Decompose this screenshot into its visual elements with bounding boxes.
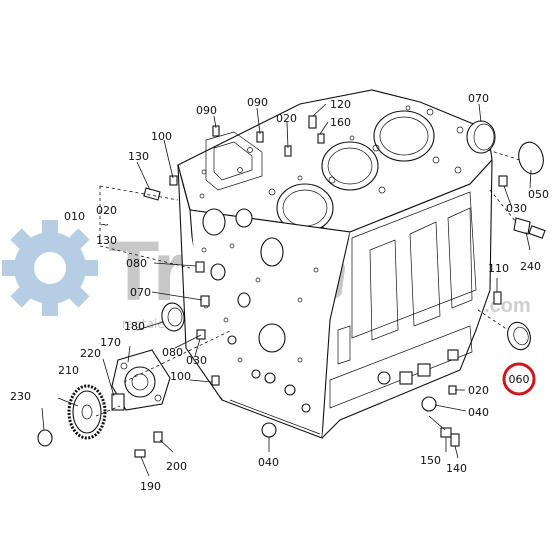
label-060: 060 — [509, 373, 530, 386]
engine-block — [177, 89, 493, 439]
label-030b: 030 — [186, 354, 207, 367]
label-070b: 070 — [130, 286, 151, 299]
label-160: 160 — [330, 116, 351, 129]
label-100b: 100 — [170, 370, 191, 383]
label-130: 130 — [128, 150, 149, 163]
label-tilde: ~ — [100, 218, 109, 231]
label-110: 110 — [488, 262, 509, 275]
label-080a: 080 — [126, 257, 147, 270]
label-120: 120 — [330, 98, 351, 111]
label-230: 230 — [10, 390, 31, 403]
label-190: 190 — [140, 480, 161, 493]
label-170: 170 — [100, 336, 121, 349]
gear-icon — [2, 220, 98, 316]
label-080b: 080 — [162, 346, 183, 359]
parts-drawings — [37, 115, 546, 458]
label-090b: 090 — [247, 96, 268, 109]
label-030a: 030 — [506, 202, 527, 215]
label-020b: 020 — [96, 204, 117, 217]
watermark-domain: .com — [484, 295, 531, 317]
label-140: 140 — [446, 462, 467, 475]
label-050: 050 — [528, 188, 549, 201]
label-130b: 130 — [96, 234, 117, 247]
label-090a: 090 — [196, 104, 217, 117]
label-180: 180 — [124, 320, 145, 333]
label-210: 210 — [58, 364, 79, 377]
label-040a: 040 — [468, 406, 489, 419]
label-150: 150 — [420, 454, 441, 467]
label-240: 240 — [520, 260, 541, 273]
part-labels: 090 090 020 120 160 070 100 130 050 030 … — [10, 92, 549, 493]
label-100a: 100 — [151, 130, 172, 143]
callout-ring — [502, 362, 536, 396]
label-200: 200 — [166, 460, 187, 473]
label-220: 220 — [80, 347, 101, 360]
label-070a: 070 — [468, 92, 489, 105]
leader-lines — [41, 103, 532, 477]
label-020c: 020 — [468, 384, 489, 397]
label-010: 010 — [64, 210, 85, 223]
oil-pump-170 — [111, 349, 171, 411]
gear-210 — [67, 384, 107, 440]
sensor-240 — [513, 217, 546, 239]
label-020a: 020 — [276, 112, 297, 125]
label-040b: 040 — [258, 456, 279, 469]
highlight-callout-060[interactable]: 060 — [502, 362, 536, 396]
